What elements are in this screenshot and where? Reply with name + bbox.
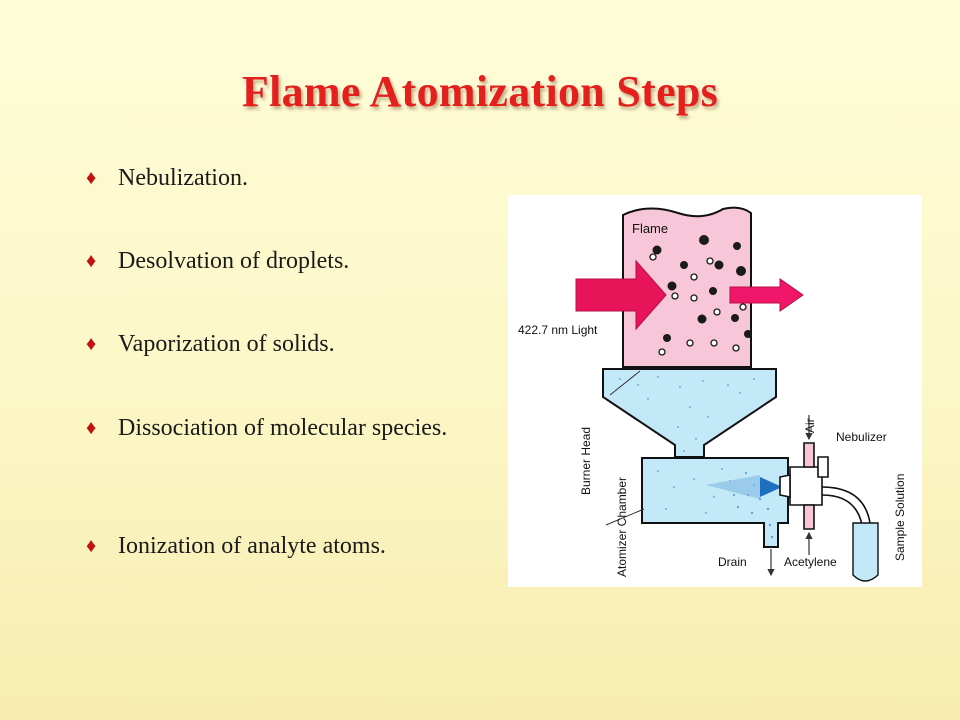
diamond-bullet-icon: ♦ xyxy=(86,333,97,355)
bullet-text: Nebulization. xyxy=(118,165,248,191)
bullet-text: Ionization of analyte atoms. xyxy=(118,533,386,559)
flame-label: Flame xyxy=(632,221,668,236)
slide-title: Flame Atomization Steps xyxy=(241,67,719,116)
incident-light-arrow xyxy=(575,259,667,331)
air-label: Air xyxy=(803,418,817,433)
sample-vial xyxy=(852,522,879,582)
atom-particles xyxy=(652,235,752,342)
atomizer-diagram-svg: Flame 422.7 nm Light Burner Head Atomize… xyxy=(518,206,907,582)
bullet-text: Dissociation of molecular species. xyxy=(118,415,448,441)
bullet-item: ♦ Nebulization. xyxy=(86,164,492,192)
drain-label: Drain xyxy=(718,555,747,569)
diamond-bullet-icon: ♦ xyxy=(86,167,97,189)
bullet-text: Desolvation of droplets. xyxy=(118,248,350,274)
bullet-item: ♦ Desolvation of droplets. xyxy=(86,247,492,275)
aerosol-speckles xyxy=(619,376,774,539)
droplet-particles xyxy=(649,253,747,356)
nebulizer-spray xyxy=(706,475,760,499)
diamond-bullet-icon: ♦ xyxy=(86,250,97,272)
flame-atomizer-diagram: Flame 422.7 nm Light Burner Head Atomize… xyxy=(508,195,922,587)
diamond-bullet-icon: ♦ xyxy=(86,535,97,557)
nebulizer-body xyxy=(779,442,829,530)
bullet-text: Vaporization of solids. xyxy=(118,331,335,357)
diamond-bullet-icon: ♦ xyxy=(86,417,97,439)
bullet-item: ♦ Vaporization of solids. xyxy=(86,330,492,358)
transmitted-light-arrow xyxy=(729,278,804,312)
light-label: 422.7 nm Light xyxy=(518,323,598,337)
nebulizer-label: Nebulizer xyxy=(836,430,887,444)
bullet-item: ♦ Dissociation of molecular species. xyxy=(86,414,492,442)
sample-solution-label: Sample Solution xyxy=(893,474,907,561)
acetylene-label: Acetylene xyxy=(784,555,837,569)
atomizer-chamber xyxy=(641,457,789,548)
spray-arrow xyxy=(760,477,782,497)
bullet-item: ♦ Ionization of analyte atoms. xyxy=(86,532,492,560)
burner-head xyxy=(602,368,777,458)
burner-head-label: Burner Head xyxy=(579,427,593,495)
atomizer-chamber-label: Atomizer Chamber xyxy=(615,477,629,577)
